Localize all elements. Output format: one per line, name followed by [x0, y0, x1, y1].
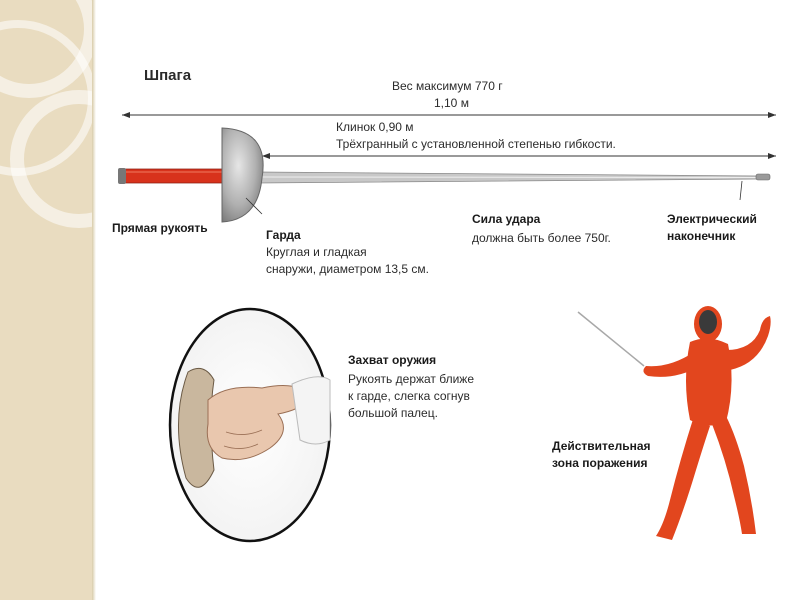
epee-blade	[257, 171, 771, 184]
decorative-sidebar	[0, 0, 92, 600]
blade-length-dimension	[262, 153, 776, 159]
fencer-figure	[577, 306, 771, 540]
blade-name: Клинок	[336, 120, 376, 134]
grip-description-line1: Рукоять держат ближе	[348, 372, 474, 386]
sidebar-edge	[92, 0, 96, 600]
epee-guard	[221, 127, 264, 223]
blade-length: 0,90 м	[378, 120, 414, 134]
tip-label-line2: наконечник	[667, 229, 736, 243]
grip-label: Захват оружия	[348, 353, 437, 367]
target-zone-label-line1: Действительная	[552, 439, 651, 453]
target-zone-label-line2: зона поражения	[552, 456, 648, 470]
epee-handle	[118, 168, 225, 184]
grip-description-line3: большой палец.	[348, 406, 438, 420]
weight-label: Вес максимум 770 г	[392, 79, 503, 93]
blade-description: Трёхгранный с установленной степенью гиб…	[336, 137, 616, 151]
tip-label-line1: Электрический	[667, 212, 757, 226]
grip-illustration	[168, 307, 332, 543]
tip-leader-line	[739, 180, 743, 201]
length-label: 1,10 м	[434, 96, 469, 110]
force-label: Сила удара	[472, 212, 541, 226]
guard-label: Гарда	[266, 228, 301, 242]
guard-leader-line	[245, 197, 263, 215]
force-description: должна быть более 750г.	[472, 231, 611, 245]
total-length-dimension	[122, 112, 776, 118]
guard-description-line2: снаружи, диаметром 13,5 см.	[266, 262, 429, 276]
grip-description-line2: к гарде, слегка согнув	[348, 389, 470, 403]
guard-description-line1: Круглая и гладкая	[266, 245, 367, 259]
handle-label: Прямая рукоять	[112, 221, 208, 235]
blade-label: Клинок 0,90 м	[336, 120, 414, 135]
page-title: Шпага	[144, 67, 192, 84]
